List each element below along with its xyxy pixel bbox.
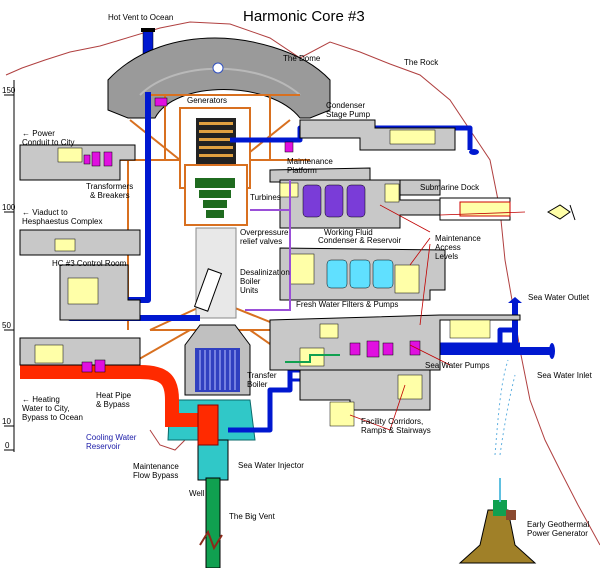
sea-outlet-flange (508, 297, 522, 303)
label-hot-vent: Hot Vent to Ocean (108, 13, 173, 22)
left-buildings (19, 144, 141, 366)
label-viaduct-2: Hesphaestus Complex (22, 217, 102, 226)
hot-vent-cap (141, 28, 155, 32)
label-sea-injector: Sea Water Injector (238, 461, 304, 470)
heat-pipe-core (197, 404, 219, 446)
page-title: Harmonic Core #3 (243, 8, 365, 25)
dome (107, 37, 331, 119)
viaduct-building (19, 229, 141, 256)
label-desal-3: Units (240, 286, 258, 295)
purple-pipe (245, 180, 291, 311)
label-cooling-2: Reservoir (86, 442, 121, 451)
label-overpressure-2: relief valves (240, 237, 282, 246)
label-well: Well (189, 489, 205, 498)
label-maint-access-3: Levels (435, 252, 458, 261)
well-shaft-outer (197, 439, 229, 481)
label-maint-flow-1: Maintenance (133, 462, 179, 471)
turbines (195, 178, 235, 218)
label-geothermal-1: Early Geothermal (527, 520, 589, 529)
label-maint-platform-1: Maintenance (287, 157, 333, 166)
sea-outlet-pipe (512, 300, 518, 345)
scale-10: 10 (2, 417, 11, 426)
scale-50: 50 (2, 321, 11, 330)
condenser-outlet-flange (469, 149, 479, 155)
label-maint-access-1: Maintenance (435, 234, 481, 243)
label-heat-pipe-2: & Bypass (96, 400, 130, 409)
label-geothermal-2: Power Generator (527, 529, 588, 538)
scale-100: 100 (2, 203, 16, 212)
label-sea-water-pumps: Sea Water Pumps (425, 361, 490, 370)
well-shaft (205, 477, 221, 568)
leader-lines (349, 204, 526, 431)
desal-boiler-unit (193, 268, 223, 312)
label-desal-2: Boiler (240, 277, 261, 286)
working-fluid-tanks (302, 184, 366, 218)
rock-outline (5, 21, 600, 546)
sea-inlet-pipe (420, 347, 550, 355)
scale-150: 150 (2, 86, 16, 95)
core-grid-lines (199, 350, 236, 390)
depth-scale: 150 100 50 10 0 (2, 80, 16, 452)
label-transformers-1: Transformers (86, 182, 133, 191)
well-break (199, 529, 223, 551)
sea-inlet-flange (549, 343, 555, 359)
label-maint-flow-2: Flow Bypass (133, 471, 178, 480)
label-maint-platform-2: Platform (287, 166, 317, 175)
label-rock: The Rock (404, 58, 439, 67)
label-heat-pipe-1: Heat Pipe (96, 391, 132, 400)
rock-cave (149, 429, 186, 451)
label-cooling-1: Cooling Water (86, 433, 137, 442)
scale-0: 0 (5, 441, 10, 450)
label-power-2: Conduit to City (22, 138, 74, 147)
label-heating-2: Water to City, (22, 404, 70, 413)
label-heating-3: Bypass to Ocean (22, 413, 83, 422)
label-submarine-dock: Submarine Dock (420, 183, 480, 192)
label-dome: The Dome (283, 54, 321, 63)
label-overpressure-1: Overpressure (240, 228, 289, 237)
label-transfer-1: Transfer (247, 371, 277, 380)
label-heating-1: ← Heating (22, 395, 60, 404)
label-sea-water-inlet: Sea Water Inlet (537, 371, 593, 380)
dome-antenna (212, 62, 224, 74)
core-grid (195, 348, 240, 392)
generator-coils (199, 122, 233, 157)
label-facility-2: Ramps & Stairways (361, 426, 431, 435)
geothermal-generator (458, 359, 537, 564)
label-working-fluid-2: Condenser & Reservoir (318, 236, 401, 245)
label-transformers-2: & Breakers (90, 191, 130, 200)
label-maint-access-2: Access (435, 243, 461, 252)
label-facility-1: Facility Corridors, (361, 417, 423, 426)
label-turbines: Turbines (250, 193, 281, 202)
label-condenser-1: Condenser (326, 101, 365, 110)
magenta-units (81, 97, 421, 373)
label-viaduct-1: ← Viaduct to (22, 208, 68, 217)
submarine-icon (547, 204, 571, 220)
label-desal-1: Desalinization (240, 268, 290, 277)
label-condenser-2: Stage Pump (326, 110, 371, 119)
label-generators: Generators (187, 96, 227, 105)
submarine-dock-inner (459, 201, 511, 217)
label-power-1: ← Power (22, 129, 55, 138)
green-pipe (285, 354, 340, 363)
label-transfer-2: Boiler (247, 380, 268, 389)
label-sea-water-outlet: Sea Water Outlet (528, 293, 590, 302)
generator-core (196, 118, 236, 168)
fresh-water-filters (326, 259, 394, 289)
submarine-fin (569, 204, 576, 221)
label-working-fluid-1: Working Fluid (324, 228, 373, 237)
label-fresh-water: Fresh Water Filters & Pumps (296, 300, 398, 309)
label-control-room: HC #3 Control Room (52, 259, 127, 268)
label-big-vent: The Big Vent (229, 512, 276, 521)
heat-pipe (20, 365, 212, 427)
